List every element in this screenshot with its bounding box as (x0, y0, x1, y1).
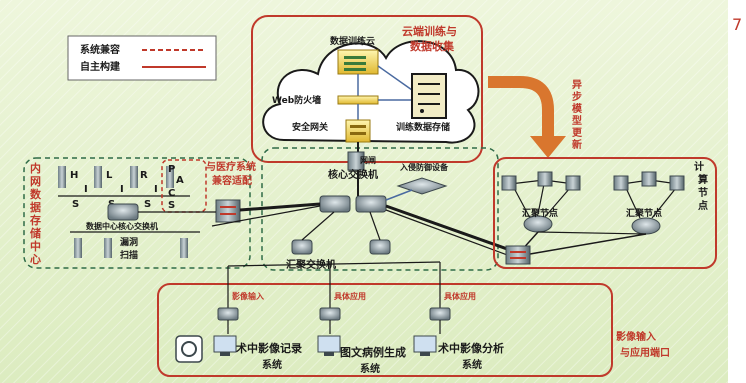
application-ports-section: 影像输入 与应用端口 影像输入 具体应用 具体应用 术中影像记录 系统 (157, 261, 670, 377)
compat-label-line2: 兼容适配 (212, 174, 252, 187)
async-update-char-6: 新 (572, 138, 582, 151)
sys2-line1: 图文病例生成 (340, 345, 406, 359)
his-letter-i2: I (120, 184, 124, 195)
datacenter-core-switch-icon (107, 203, 139, 221)
computer-icon-2 (317, 335, 341, 356)
cloud-section: 云端训练与 数据收集 数据训练云 Web防火墙 安全网关 (251, 15, 483, 163)
legend: 系统兼容 自主构建 (67, 35, 217, 81)
core-network-section: 网闸 核心交换机 入侵防御设备 汇聚交换机 (261, 142, 499, 271)
compute-cluster-a (501, 171, 581, 233)
async-update-char-4: 型 (572, 114, 582, 127)
core-switch-icon (319, 195, 387, 213)
his-letter-h: H (70, 170, 78, 181)
app-ports-title-line2: 与应用端口 (620, 346, 670, 359)
link-datacenter-core (239, 202, 321, 212)
internal-title-char-3: 数 (30, 187, 42, 201)
his-letter-i3: I (154, 184, 158, 195)
compute-title-char-2: 算 (697, 173, 708, 186)
legend-compatible-label: 系统兼容 (80, 43, 120, 56)
compute-title-char-4: 点 (698, 199, 708, 212)
training-cloud-server-icon (337, 49, 379, 75)
internal-title-char-7: 中 (30, 239, 41, 253)
gateway-icon (347, 151, 365, 171)
compute-title-char-3: 节 (698, 186, 708, 199)
web-firewall-icon (337, 95, 379, 105)
sys3-line2: 系统 (462, 358, 482, 371)
async-update-char-3: 模 (572, 102, 583, 115)
bottom-switch-icons (217, 307, 451, 321)
storage-server-icons (74, 238, 188, 258)
legend-self-built-label: 自主构建 (80, 60, 121, 73)
his-letter-i1: I (84, 184, 88, 195)
app-ports-title-line1: 影像输入 (616, 330, 656, 343)
pacs-letter-c: C (168, 188, 175, 199)
aggregation-switch-icons (291, 239, 391, 255)
security-gateway-icon (345, 119, 371, 143)
his-letter-r: R (140, 170, 148, 181)
internal-title-char-1: 内 (30, 161, 41, 175)
link-core-compute (385, 204, 511, 252)
link-app2-label: 具体应用 (444, 291, 476, 301)
cloud-title-line1: 云端训练与 (402, 24, 457, 38)
compute-cluster-b (613, 171, 685, 235)
sys1-line1: 术中影像记录 (235, 341, 302, 355)
compute-title-char-1: 计 (694, 160, 704, 173)
page-number: 7 (732, 15, 742, 34)
datacenter-firewall-icon (215, 199, 241, 223)
sys2-line2: 系统 (360, 362, 380, 375)
sys1-line2: 系统 (262, 358, 282, 371)
compute-node-a-label: 汇聚节点 (522, 207, 558, 219)
vuln-scan-line1: 漏洞 (120, 236, 138, 248)
internal-title-char-5: 存 (30, 213, 41, 227)
link-image-input-label: 影像输入 (232, 291, 264, 301)
pacs-letter-p: P (168, 164, 175, 175)
vuln-scan-line2: 扫描 (120, 249, 138, 261)
ids-label: 入侵防御设备 (399, 162, 449, 172)
async-update-arrow (488, 76, 566, 158)
sys3-line1: 术中影像分析 (437, 341, 504, 355)
training-storage-icon (411, 73, 447, 119)
recorder-device-icon (175, 335, 203, 363)
async-update-char-5: 更 (572, 127, 583, 139)
his-letter-s3: S (144, 199, 151, 210)
his-server-icon (58, 166, 174, 188)
his-letter-s1: S (72, 199, 79, 210)
async-update-char-2: 步 (572, 90, 582, 103)
training-storage-label: 训练数据存储 (396, 121, 450, 133)
compute-firewall-icon (505, 245, 531, 265)
internal-title-char-6: 储 (30, 226, 41, 240)
his-letter-l: L (106, 170, 113, 181)
data-training-cloud-label: 数据训练云 (330, 35, 375, 47)
internal-title-char-8: 心 (30, 253, 41, 266)
compute-section: 计 算 节 点 汇聚节点 汇聚节点 (493, 157, 717, 269)
async-update-char-1: 异 (572, 79, 582, 91)
cloud-title-line2: 数据收集 (410, 39, 455, 53)
computer-icon-3 (413, 335, 437, 356)
web-firewall-label: Web防火墙 (272, 94, 321, 106)
internal-title-char-2: 网 (30, 175, 41, 188)
compat-label-line1: 与医疗系统 (206, 160, 256, 173)
gateway-label: 网闸 (360, 155, 376, 165)
security-gateway-label: 安全网关 (292, 121, 328, 133)
link-app1-label: 具体应用 (334, 291, 366, 301)
datacenter-core-switch-label: 数据中心核心交换机 (86, 221, 158, 231)
pacs-letter-a: A (176, 175, 184, 186)
internal-title-char-4: 据 (30, 200, 41, 214)
core-switch-label: 核心交换机 (328, 168, 378, 181)
pacs-letter-s: S (168, 200, 175, 211)
computer-icon-1 (213, 335, 237, 356)
compute-node-b-label: 汇聚节点 (626, 207, 662, 219)
internal-data-center: 内 网 数 据 存 储 中 心 H L R I I I S S S P A C … (23, 157, 256, 269)
